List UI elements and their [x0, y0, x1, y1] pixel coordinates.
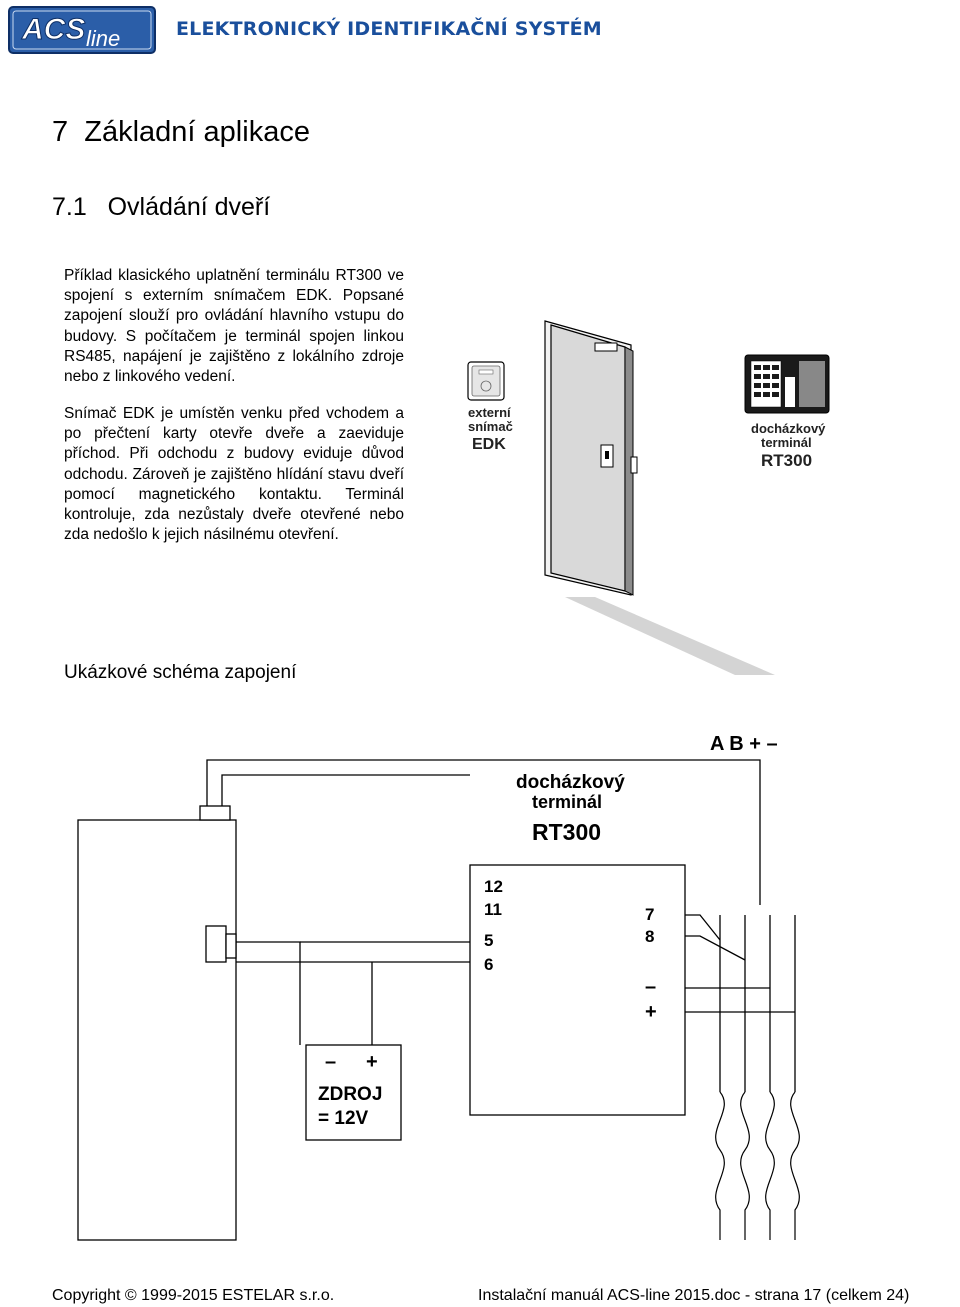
door-latch: [630, 456, 638, 474]
floor-shadow: [565, 597, 775, 675]
terminal-label: docházkový: [751, 421, 826, 436]
chapter-title: Základní aplikace: [84, 116, 310, 148]
twisted-pair-cable: [715, 1091, 800, 1240]
psu-plus: +: [366, 1051, 378, 1073]
svg-text:RT300: RT300: [761, 451, 812, 470]
bus-labels: A B + –: [710, 733, 778, 755]
door-illustration: externí snímač EDK docházkový terminál R…: [467, 320, 830, 675]
psu-voltage: = 12V: [318, 1108, 369, 1129]
power-supply-box: [305, 1044, 402, 1141]
svg-text:snímač: snímač: [468, 419, 513, 434]
lock-body: [205, 925, 227, 963]
svg-text:terminál: terminál: [532, 792, 602, 812]
terminal-6: 6: [484, 955, 493, 974]
acs-line-logo: ACS line: [8, 6, 156, 54]
footer-page-info: Instalační manuál ACS-line 2015.doc - st…: [478, 1287, 910, 1304]
terminal-8: 8: [645, 927, 654, 946]
door-leaf: [550, 324, 626, 592]
terminal-plus: +: [645, 1001, 657, 1023]
lock-latch: [225, 933, 237, 959]
intro-paragraph: Příklad klasického uplatnění terminálu R…: [64, 267, 404, 386]
section-heading: 7.1 Ovládání dveří: [52, 193, 270, 222]
psu-minus: –: [325, 1051, 336, 1073]
wiring-diagram: A B + – docházkový terminál RT300 12 11 …: [77, 733, 800, 1241]
rt300-terminal-box: [469, 864, 686, 1116]
terminal-model: RT300: [532, 819, 601, 845]
terminal-11: 11: [484, 900, 502, 919]
reader-label: externí: [468, 405, 511, 420]
section-title: Ovládání dveří: [107, 193, 271, 221]
svg-text:ACS: ACS: [21, 13, 85, 46]
magnetic-contact: [199, 805, 231, 821]
magnetic-contact-icon: [594, 342, 618, 352]
document-header-title: ELEKTRONICKÝ IDENTIFIKAČNÍ SYSTÉM: [176, 18, 602, 40]
door-outline: [77, 819, 237, 1241]
terminal-minus: –: [645, 976, 656, 998]
psu-label: ZDROJ: [318, 1084, 382, 1105]
terminal-title: docházkový: [516, 772, 625, 793]
description-paragraph: Snímač EDK je umístěn venku před vchodem…: [64, 405, 404, 544]
terminal-5: 5: [484, 931, 493, 950]
svg-text:terminál: terminál: [761, 435, 812, 450]
wire-lock-minus: [236, 941, 301, 1045]
wire-contact-a: [206, 759, 761, 905]
svg-text:line: line: [86, 26, 120, 51]
footer-copyright: Copyright © 1999-2015 ESTELAR s.r.o.: [52, 1287, 335, 1304]
door-edge: [624, 346, 634, 596]
svg-text:EDK: EDK: [472, 436, 506, 453]
chapter-heading: 7 Základní aplikace: [52, 116, 310, 149]
terminal-12: 12: [484, 877, 503, 896]
section-number: 7.1: [52, 193, 87, 221]
terminal-7: 7: [645, 905, 654, 924]
schema-heading: Ukázkové schéma zapojení: [64, 662, 297, 683]
chapter-number: 7: [52, 116, 69, 148]
